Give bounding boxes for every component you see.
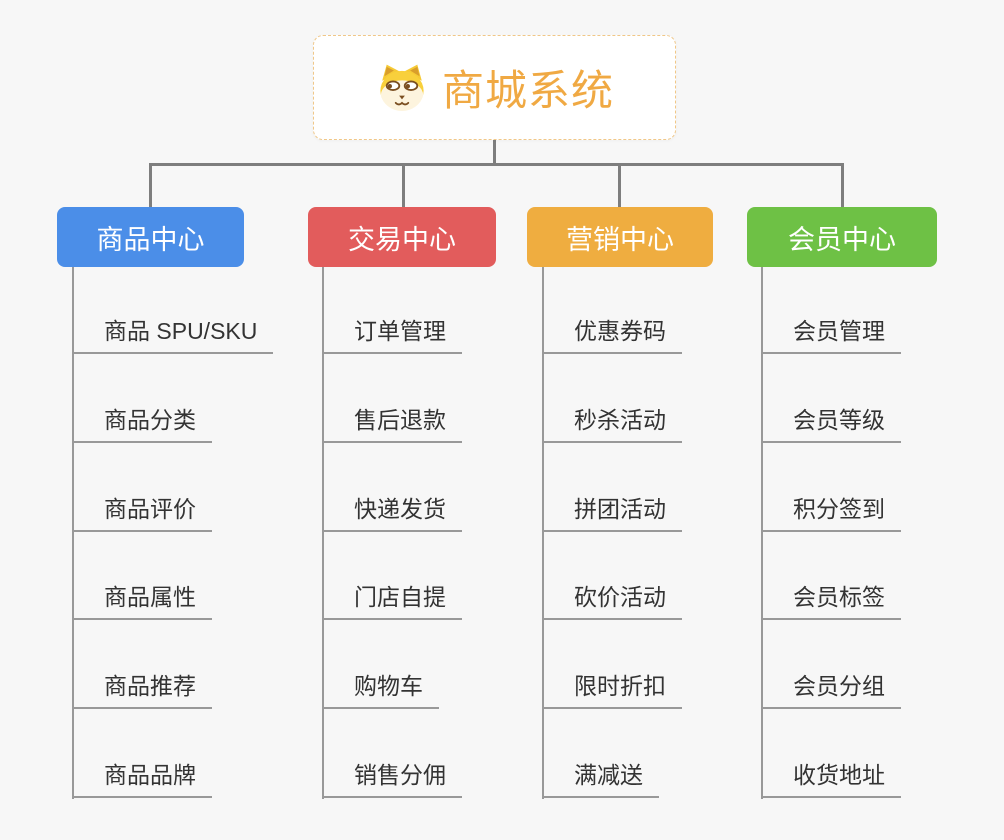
branch-children-product: 商品 SPU/SKU 商品分类 商品评价 商品属性 商品推荐 商品品牌 xyxy=(73,267,333,807)
leaf-node[interactable]: 快递发货 xyxy=(323,494,462,532)
leaf-node[interactable]: 商品评价 xyxy=(73,494,212,532)
branch-node-trade-center[interactable]: 交易中心 xyxy=(308,207,496,267)
leaf-node[interactable]: 销售分佣 xyxy=(323,760,462,798)
leaf-node[interactable]: 会员等级 xyxy=(762,405,901,443)
branch-children-member: 会员管理 会员等级 积分签到 会员标签 会员分组 收货地址 xyxy=(762,267,1004,807)
connector-drop-trade xyxy=(402,163,405,208)
connector-branch-line-product xyxy=(72,267,74,799)
leaf-node[interactable]: 拼团活动 xyxy=(543,494,682,532)
leaf-node[interactable]: 会员分组 xyxy=(762,671,901,709)
branch-node-member-center[interactable]: 会员中心 xyxy=(747,207,937,267)
leaf-node[interactable]: 积分签到 xyxy=(762,494,901,532)
leaf-node[interactable]: 会员管理 xyxy=(762,316,901,354)
branch-node-product-center[interactable]: 商品中心 xyxy=(57,207,244,267)
connector-drop-marketing xyxy=(618,163,621,208)
root-node-title: 商城系统 xyxy=(441,67,614,114)
leaf-node[interactable]: 商品分类 xyxy=(73,405,212,443)
root-node[interactable]: 商城系统 xyxy=(313,35,676,140)
leaf-node[interactable]: 收货地址 xyxy=(762,760,901,798)
branch-label: 营销中心 xyxy=(566,224,674,255)
dog-face-icon xyxy=(380,64,424,111)
leaf-node[interactable]: 优惠券码 xyxy=(543,316,682,354)
leaf-node[interactable]: 购物车 xyxy=(323,671,439,709)
leaf-node[interactable]: 门店自提 xyxy=(323,582,462,620)
branch-node-marketing-center[interactable]: 营销中心 xyxy=(527,207,713,267)
leaf-node[interactable]: 商品 SPU/SKU xyxy=(73,316,274,354)
leaf-node[interactable]: 会员标签 xyxy=(762,582,901,620)
leaf-node[interactable]: 秒杀活动 xyxy=(543,405,682,443)
connector-root-stem xyxy=(493,140,496,164)
leaf-node[interactable]: 砍价活动 xyxy=(543,582,682,620)
connector-drop-member xyxy=(841,163,844,208)
leaf-node[interactable]: 订单管理 xyxy=(323,316,462,354)
leaf-node[interactable]: 满减送 xyxy=(543,760,659,798)
branch-label: 交易中心 xyxy=(348,224,456,255)
branch-label: 商品中心 xyxy=(96,224,205,255)
leaf-node[interactable]: 限时折扣 xyxy=(543,671,682,709)
branch-children-marketing: 优惠券码 秒杀活动 拼团活动 砍价活动 限时折扣 满减送 xyxy=(543,267,803,807)
leaf-node[interactable]: 商品推荐 xyxy=(73,671,212,709)
connector-branch-line-trade xyxy=(322,267,324,799)
leaf-node[interactable]: 商品属性 xyxy=(73,582,212,620)
leaf-node[interactable]: 商品品牌 xyxy=(73,760,212,798)
branch-children-trade: 订单管理 售后退款 快递发货 门店自提 购物车 销售分佣 xyxy=(323,267,583,807)
connector-trunk xyxy=(149,163,844,166)
branch-label: 会员中心 xyxy=(788,224,896,255)
connector-branch-line-marketing xyxy=(542,267,544,799)
leaf-node[interactable]: 售后退款 xyxy=(323,405,462,443)
connector-branch-line-member xyxy=(761,267,763,799)
connector-drop-product xyxy=(149,163,152,208)
